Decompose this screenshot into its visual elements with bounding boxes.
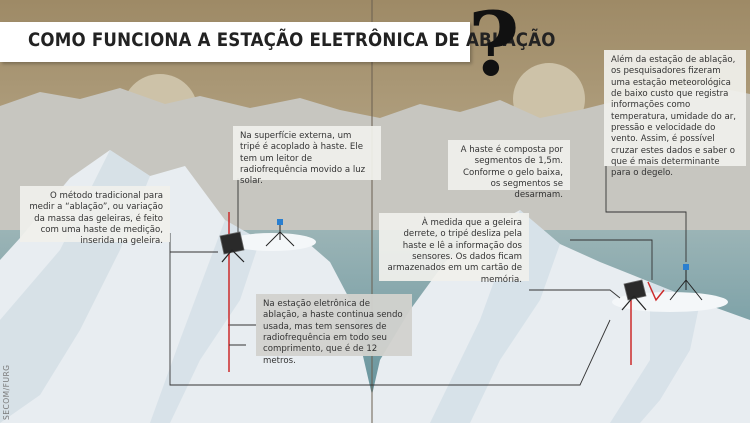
title-banner: [0, 22, 470, 62]
credit: SECOM/FURG: [2, 364, 11, 420]
connector-method: [169, 233, 372, 386]
callout-weather-station-text: Além da estação de ablação, os pesquisad…: [611, 55, 737, 179]
callout-traditional-method: O método tradicional para medir a “ablaç…: [20, 186, 170, 246]
callout-traditional-method-text: O método tradicional para medir a “ablaç…: [29, 191, 163, 247]
page-title: COMO FUNCIONA A ESTAÇÃO ELETRÔNICA DE AB…: [28, 30, 556, 51]
weather-station-right: [669, 264, 703, 301]
callout-weather-station: Além da estação de ablação, os pesquisad…: [604, 50, 746, 178]
callout-surface-tripod: Na superfície externa, um tripé é acopla…: [233, 126, 381, 186]
callout-rod-segments: A haste é composta por segmentos de 1,5m…: [448, 140, 570, 200]
question-mark: ?: [468, 0, 520, 96]
solar-tripod-right: [621, 279, 647, 311]
callout-electronic-station-text: Na estação eletrônica de ablação, a hast…: [263, 299, 403, 366]
callout-electronic-station: Na estação eletrônica de ablação, a hast…: [256, 294, 412, 366]
callout-rod-segments-text: A haste é composta por segmentos de 1,5m…: [460, 145, 563, 201]
callout-glacier-melt-text: À medida que a geleira derrete, o tripé …: [387, 218, 522, 285]
callout-glacier-melt: À medida que a geleira derrete, o tripé …: [379, 213, 529, 285]
ice-platform-left: [228, 233, 316, 251]
callout-surface-tripod-text: Na superfície externa, um tripé é acopla…: [240, 131, 366, 187]
left-glacier-shade-2: [150, 220, 260, 423]
connector-rod: [570, 239, 653, 280]
connector-station: [605, 166, 687, 262]
connector-melt: [529, 289, 621, 299]
solar-tripod-left: [219, 231, 245, 263]
right-glacier-shade-2: [610, 282, 700, 423]
rod-segments-detached: [647, 281, 665, 302]
sensor-tripod-left: [265, 219, 295, 247]
connector-bottom: [372, 319, 611, 386]
